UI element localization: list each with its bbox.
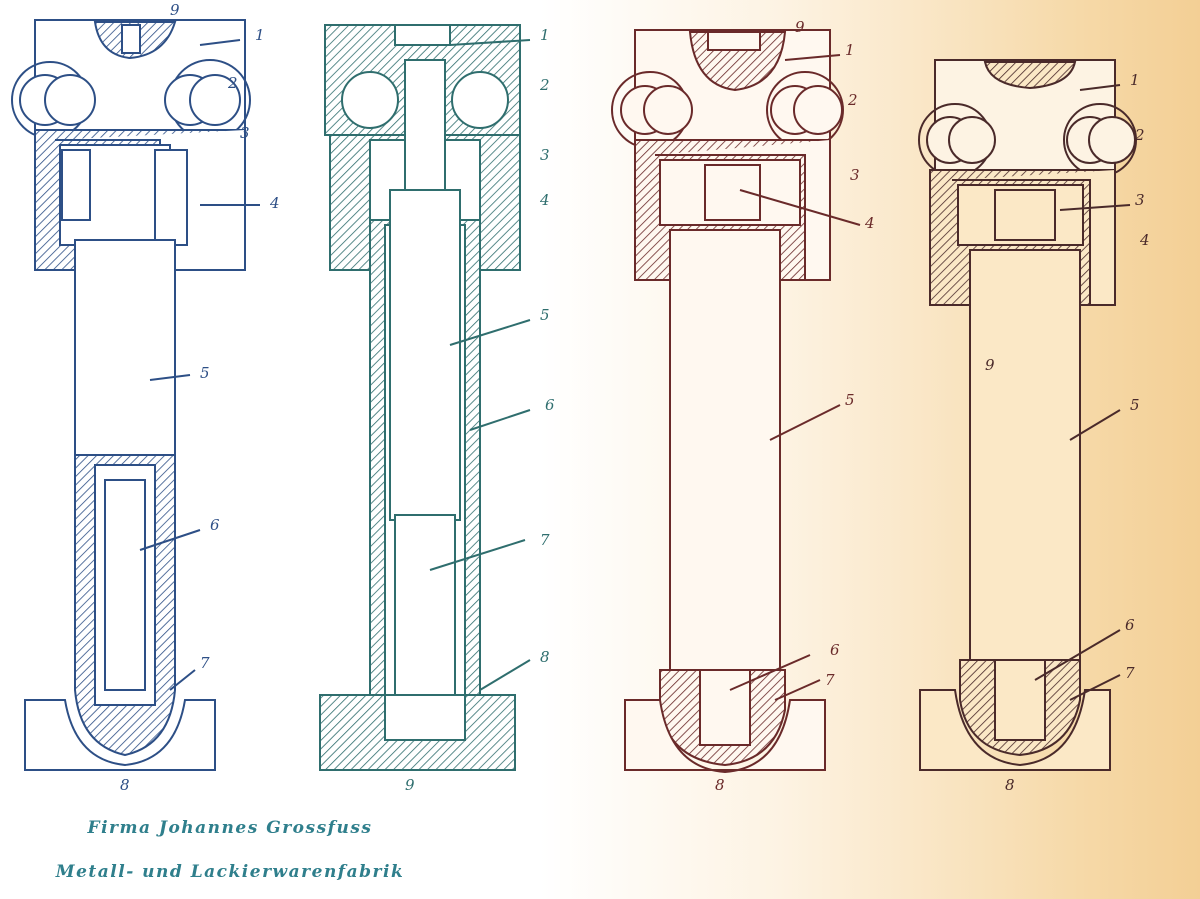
- fig-1-numeral-9: 9: [170, 1, 180, 19]
- figure-1: [11, 19, 260, 771]
- roller-right: [451, 71, 509, 129]
- fig-1-numeral-6: 6: [210, 516, 220, 534]
- fig-3-numeral-3: 3: [850, 166, 860, 184]
- fig-3-numeral-2: 2: [847, 91, 858, 109]
- fig-2-numeral-5: 5: [540, 306, 550, 324]
- fig-2-numeral-2: 2: [539, 76, 550, 94]
- fig-1-numeral-3: 3: [240, 124, 250, 142]
- fig-4-numeral-8: 8: [1005, 776, 1015, 794]
- fig-3-numeral-4: 4: [864, 214, 875, 232]
- fig-1-numeral-8: 8: [120, 776, 130, 794]
- fig-3-numeral-9: 9: [795, 18, 805, 36]
- housing-bore: [655, 140, 831, 281]
- fig-2-numeral-9: 9: [405, 776, 415, 794]
- lower-bore: [994, 659, 1046, 741]
- tube: [969, 249, 1081, 671]
- fig-1-numeral-7: 7: [200, 654, 210, 672]
- plunger: [389, 189, 461, 521]
- inner-cap-left: [61, 149, 91, 221]
- fig-2-numeral-8: 8: [540, 648, 550, 666]
- base: [624, 699, 826, 774]
- piston-rod: [404, 59, 446, 191]
- fig-1-numeral-4: 4: [269, 194, 280, 212]
- figure-3: [611, 29, 861, 774]
- caption-company: Firma Johannes Grossfuss: [87, 818, 373, 838]
- reference-numerals: 1 2 3 4 5 6 7 8 9 1 2 3 4 5 6 7 8 9 1 2 3 4 5 6 7 8 9 1 2 3 4 5 6 7 8 9: [120, 1, 1150, 794]
- fig-1-numeral-1: 1: [255, 26, 265, 44]
- head-recess: [983, 61, 1077, 90]
- fig-4-numeral-2: 2: [1134, 126, 1145, 144]
- roller-left-b: [948, 116, 996, 164]
- spring: [104, 479, 146, 691]
- roller-left-b: [44, 74, 96, 126]
- fig-2-numeral-3: 3: [540, 146, 550, 164]
- spring: [394, 514, 456, 726]
- fig-4-numeral-7: 7: [1125, 664, 1135, 682]
- roller-right-b: [1088, 116, 1136, 164]
- fig-4-numeral-4: 4: [1139, 231, 1150, 249]
- head-slot: [394, 24, 451, 46]
- fig-3-numeral-5: 5: [845, 391, 855, 409]
- lower-bore: [699, 669, 751, 746]
- fig-4-numeral-3: 3: [1135, 191, 1145, 209]
- tube: [74, 239, 176, 461]
- base-bore: [384, 694, 466, 741]
- fig-2-numeral-7: 7: [540, 531, 550, 549]
- fig-3-numeral-6: 6: [830, 641, 840, 659]
- fig-4-numeral-9: 9: [985, 356, 995, 374]
- roller-right-b: [793, 85, 843, 135]
- inner-cap-seg: [994, 189, 1056, 241]
- fig-2-numeral-4: 4: [539, 191, 550, 209]
- fig-3-numeral-7: 7: [825, 671, 835, 689]
- fig-1-numeral-5: 5: [200, 364, 210, 382]
- housing-bore: [952, 170, 1116, 306]
- fig-2-numeral-6: 6: [545, 396, 555, 414]
- fig-3-numeral-1: 1: [845, 41, 855, 59]
- fig-1-numeral-2: 2: [227, 74, 238, 92]
- fig-3-numeral-8: 8: [715, 776, 725, 794]
- roller-right-b: [189, 74, 241, 126]
- fig-4-numeral-1: 1: [1130, 71, 1140, 89]
- fig-4-numeral-5: 5: [1130, 396, 1140, 414]
- figure-2: [319, 24, 531, 771]
- inner-cap-right: [154, 149, 188, 246]
- roller-left: [341, 71, 399, 129]
- head-pin: [121, 24, 141, 54]
- roller-left-b: [643, 85, 693, 135]
- head-slot: [707, 31, 761, 51]
- figure-4: [918, 59, 1137, 771]
- tube: [669, 229, 781, 681]
- base: [24, 699, 216, 771]
- fig-4-numeral-6: 6: [1125, 616, 1135, 634]
- caption-subtitle: Metall- und Lackierwarenfabrik: [55, 862, 405, 882]
- fig-2-numeral-1: 1: [540, 26, 550, 44]
